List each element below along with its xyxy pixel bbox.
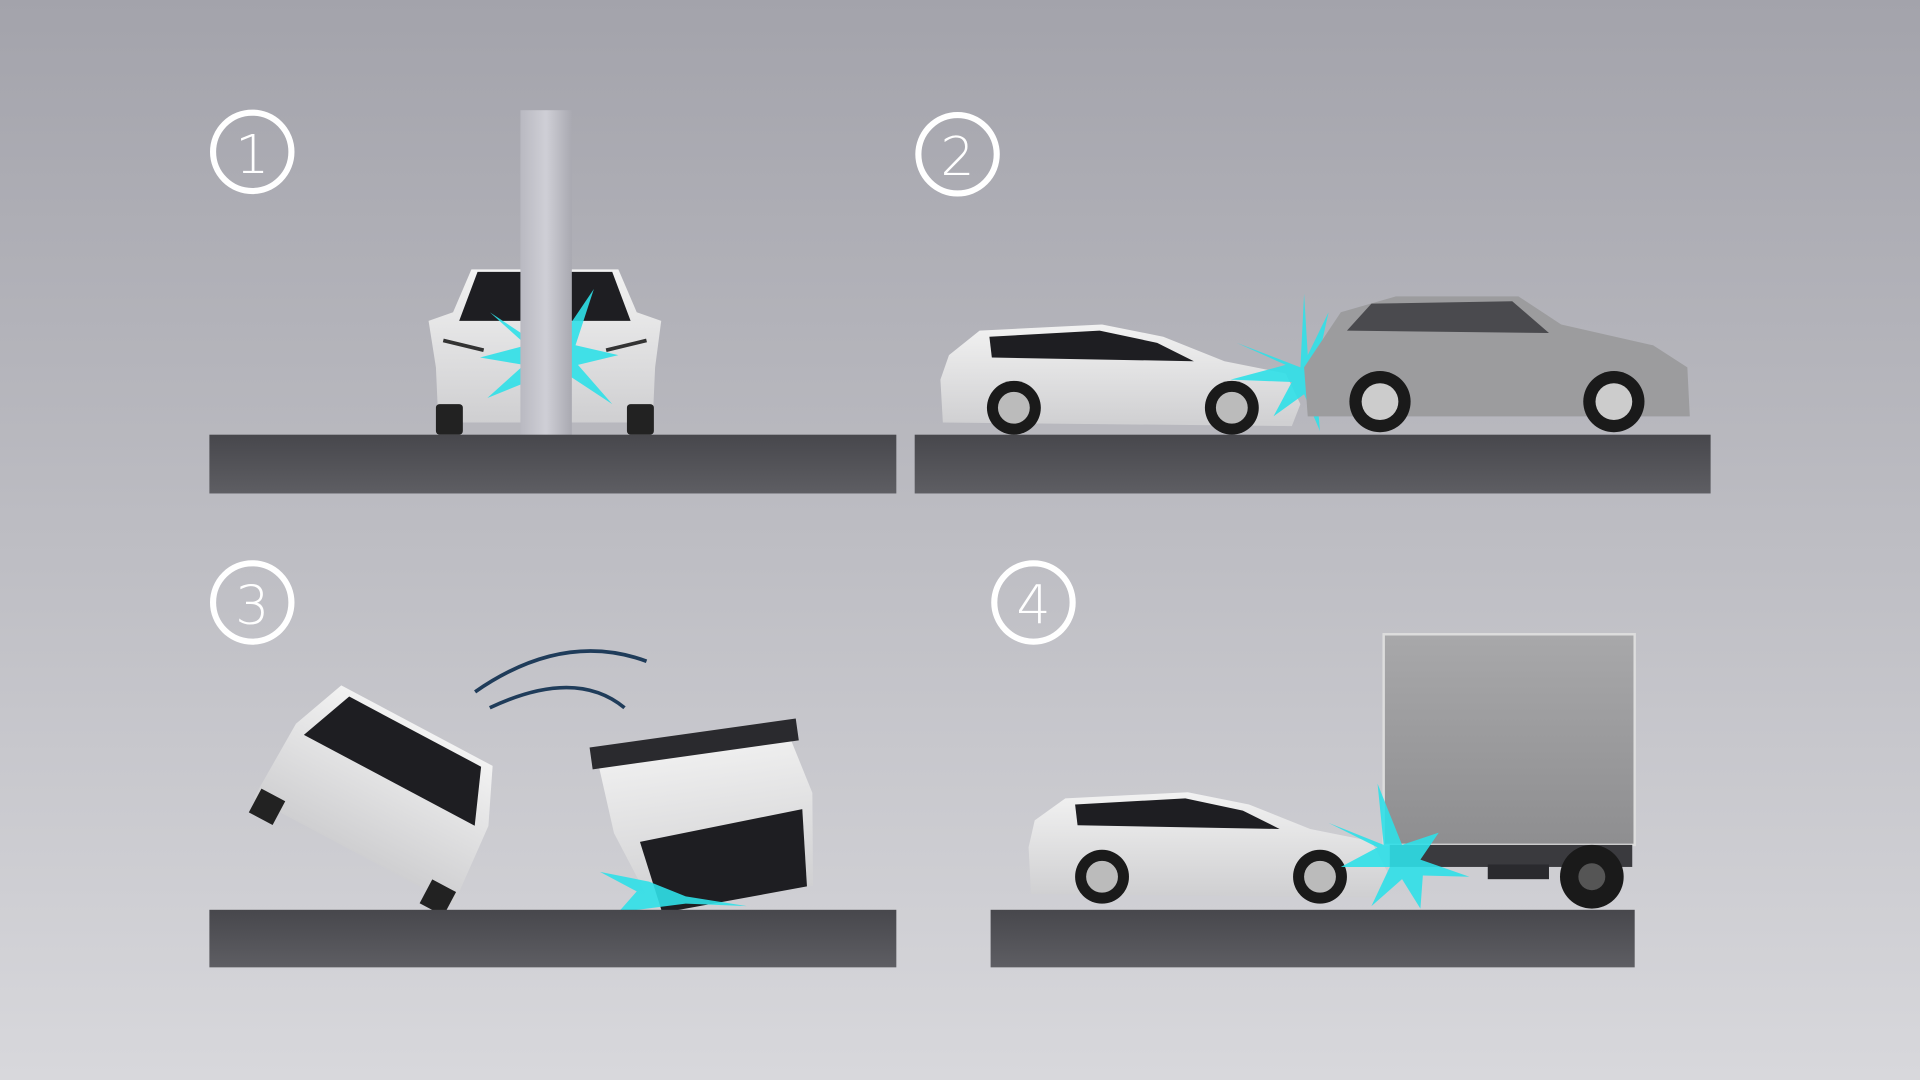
- motion-lines-icon: [474, 649, 648, 710]
- scenario-4: 4: [990, 560, 1636, 968]
- tipping-car: [248, 685, 493, 916]
- impact-burst-icon: [600, 871, 747, 913]
- scenario-number: 3: [235, 573, 269, 636]
- wagon-car: [940, 324, 1301, 435]
- scenario-number: 4: [1016, 573, 1050, 636]
- number-badge-2: 2: [915, 112, 1000, 197]
- scenario-number: 1: [235, 123, 269, 186]
- upside-down-car: [589, 718, 814, 914]
- number-badge-1: 1: [210, 109, 295, 195]
- pole: [520, 110, 572, 436]
- truck: [1382, 633, 1636, 909]
- ground-platform: [914, 434, 1711, 494]
- suv-car: [1304, 296, 1690, 433]
- ground-platform: [209, 909, 897, 968]
- scenario-1: 1: [209, 109, 897, 494]
- number-badge-4: 4: [991, 560, 1076, 645]
- scenario-number: 2: [940, 125, 974, 188]
- wagon-car: [1028, 792, 1388, 904]
- ground-platform: [209, 434, 897, 494]
- number-badge-3: 3: [210, 560, 295, 645]
- ground-platform: [990, 909, 1635, 968]
- impact-burst-icon: [1230, 293, 1347, 432]
- scenario-2: 2: [914, 112, 1711, 494]
- impact-burst-icon: [1328, 783, 1470, 909]
- scenario-3: 3: [209, 560, 897, 968]
